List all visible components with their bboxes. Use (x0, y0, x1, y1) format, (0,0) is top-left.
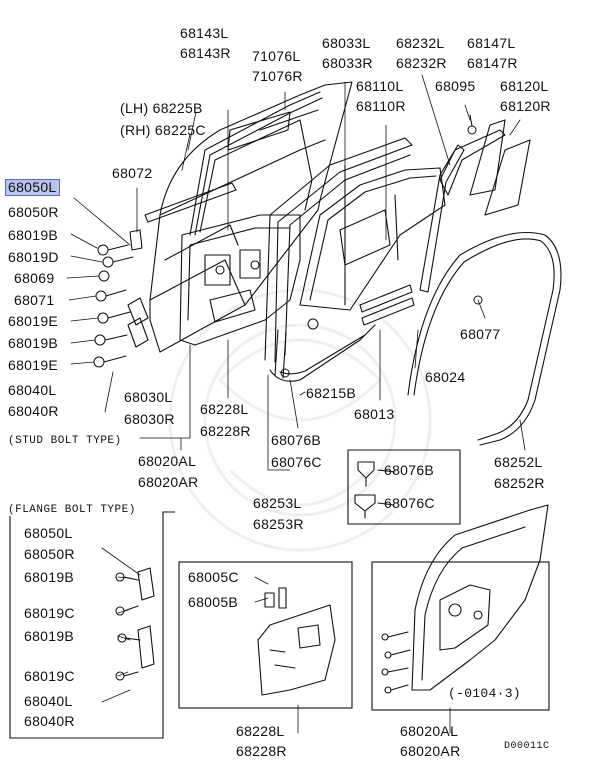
part-label-68143L[interactable]: 68143L (180, 25, 229, 41)
door-shell-detail (381, 504, 549, 694)
part-label-68033L[interactable]: 68033L (322, 35, 371, 51)
diagram-code: D00011C (504, 741, 550, 752)
part-label-71076L[interactable]: 71076L (252, 48, 301, 64)
part-label-68110R[interactable]: 68110R (356, 98, 406, 114)
waterproof-sheet-detail (257, 587, 336, 696)
part-label-68147R[interactable]: 68147R (467, 55, 518, 71)
bottom-label-68228L[interactable]: 68228L (236, 723, 285, 739)
part-label-68019B-2[interactable]: 68019B (8, 335, 59, 351)
part-label-68120R[interactable]: 68120R (500, 98, 551, 114)
part-label-68019E[interactable]: 68019E (8, 313, 59, 329)
part-label-68120L[interactable]: 68120L (500, 78, 549, 94)
stud-bolt-type-note: (STUD BOLT TYPE) (8, 435, 122, 447)
flange-label-68019B-2[interactable]: 68019B (24, 628, 75, 644)
flange-label-68019B[interactable]: 68019B (24, 569, 75, 585)
part-label-68228L[interactable]: 68228L (200, 401, 249, 417)
door-weatherstrip (407, 232, 562, 446)
flange-label-68040R[interactable]: 68040R (24, 713, 75, 729)
flange-label-68040L[interactable]: 68040L (24, 693, 73, 709)
clip-inset (347, 449, 461, 525)
part-label-68069[interactable]: 68069 (14, 270, 55, 286)
glass-run-channel (264, 137, 413, 382)
part-label-68252R[interactable]: 68252R (494, 475, 545, 491)
part-label-68253R[interactable]: 68253R (253, 516, 304, 532)
flange-label-68019C-2[interactable]: 68019C (24, 668, 75, 684)
flange-label-68050L[interactable]: 68050L (24, 525, 73, 541)
part-label-68225C-rh[interactable]: (RH) 68225C (120, 122, 206, 138)
flange-label-68019C[interactable]: 68019C (24, 605, 75, 621)
part-label-68050L[interactable]: 68050L (5, 179, 60, 196)
part-label-68019E-2[interactable]: 68019E (8, 357, 59, 373)
part-label-68030L[interactable]: 68030L (124, 389, 173, 405)
part-label-68225B-lh[interactable]: (LH) 68225B (120, 100, 203, 116)
division-bar (419, 144, 465, 293)
part-label-68232L[interactable]: 68232L (396, 35, 445, 51)
part-label-68019D[interactable]: 68019D (8, 249, 59, 265)
part-label-68024[interactable]: 68024 (425, 369, 466, 385)
inset-label-68076C[interactable]: 68076C (384, 495, 435, 511)
inset-label-68076B[interactable]: 68076B (384, 462, 435, 478)
part-label-68253L[interactable]: 68253L (253, 495, 302, 511)
part-label-68076C[interactable]: 68076C (271, 454, 322, 470)
part-label-68228R[interactable]: 68228R (200, 423, 251, 439)
belt-molding (359, 284, 415, 326)
part-label-68077[interactable]: 68077 (460, 326, 501, 342)
bolts-washers (93, 114, 483, 378)
part-label-68040R[interactable]: 68040R (8, 403, 59, 419)
part-label-68252L[interactable]: 68252L (494, 454, 543, 470)
flange-hinge-detail (115, 567, 155, 681)
part-label-68005C[interactable]: 68005C (188, 569, 239, 585)
inset-frames (9, 511, 550, 739)
part-label-68072[interactable]: 68072 (112, 165, 153, 181)
flange-label-68050R[interactable]: 68050R (24, 546, 75, 562)
door-sash-frame (144, 91, 323, 236)
part-label-68040L[interactable]: 68040L (8, 382, 57, 398)
part-label-68050R[interactable]: 68050R (8, 204, 59, 220)
part-label-68019B[interactable]: 68019B (8, 227, 59, 243)
part-label-68215B[interactable]: 68215B (306, 385, 357, 401)
part-label-68143R[interactable]: 68143R (180, 45, 231, 61)
part-label-68076B[interactable]: 68076B (271, 432, 322, 448)
part-label-68071[interactable]: 68071 (14, 292, 55, 308)
part-label-68020AR[interactable]: 68020AR (138, 474, 199, 490)
part-label-68033R[interactable]: 68033R (322, 55, 373, 71)
bottom-label-68228R[interactable]: 68228R (236, 743, 287, 759)
leader-lines (66, 74, 526, 734)
part-label-68020AL[interactable]: 68020AL (138, 453, 197, 469)
quarter-glass (439, 119, 531, 216)
part-label-68110L[interactable]: 68110L (356, 78, 404, 94)
serial-range-note: (-0104·3) (448, 686, 521, 701)
window-regulator (339, 164, 399, 306)
flange-bolt-type-note: (FLANGE BOLT TYPE) (8, 504, 138, 516)
outer-door-panel (149, 81, 353, 353)
lower-weatherstrip (274, 329, 287, 379)
part-label-68095[interactable]: 68095 (435, 78, 476, 94)
bottom-label-68020AL[interactable]: 68020AL (400, 723, 459, 739)
part-label-68147L[interactable]: 68147L (467, 35, 516, 51)
inner-door-panel (179, 214, 301, 346)
bottom-label-68020AR[interactable]: 68020AR (400, 743, 461, 759)
door-hinges (127, 229, 149, 348)
part-label-68013[interactable]: 68013 (354, 406, 395, 422)
door-glass (299, 167, 446, 311)
part-label-71076R[interactable]: 71076R (252, 68, 303, 84)
part-label-68232R[interactable]: 68232R (396, 55, 447, 71)
part-label-68005B[interactable]: 68005B (188, 594, 239, 610)
part-label-68030R[interactable]: 68030R (124, 411, 175, 427)
